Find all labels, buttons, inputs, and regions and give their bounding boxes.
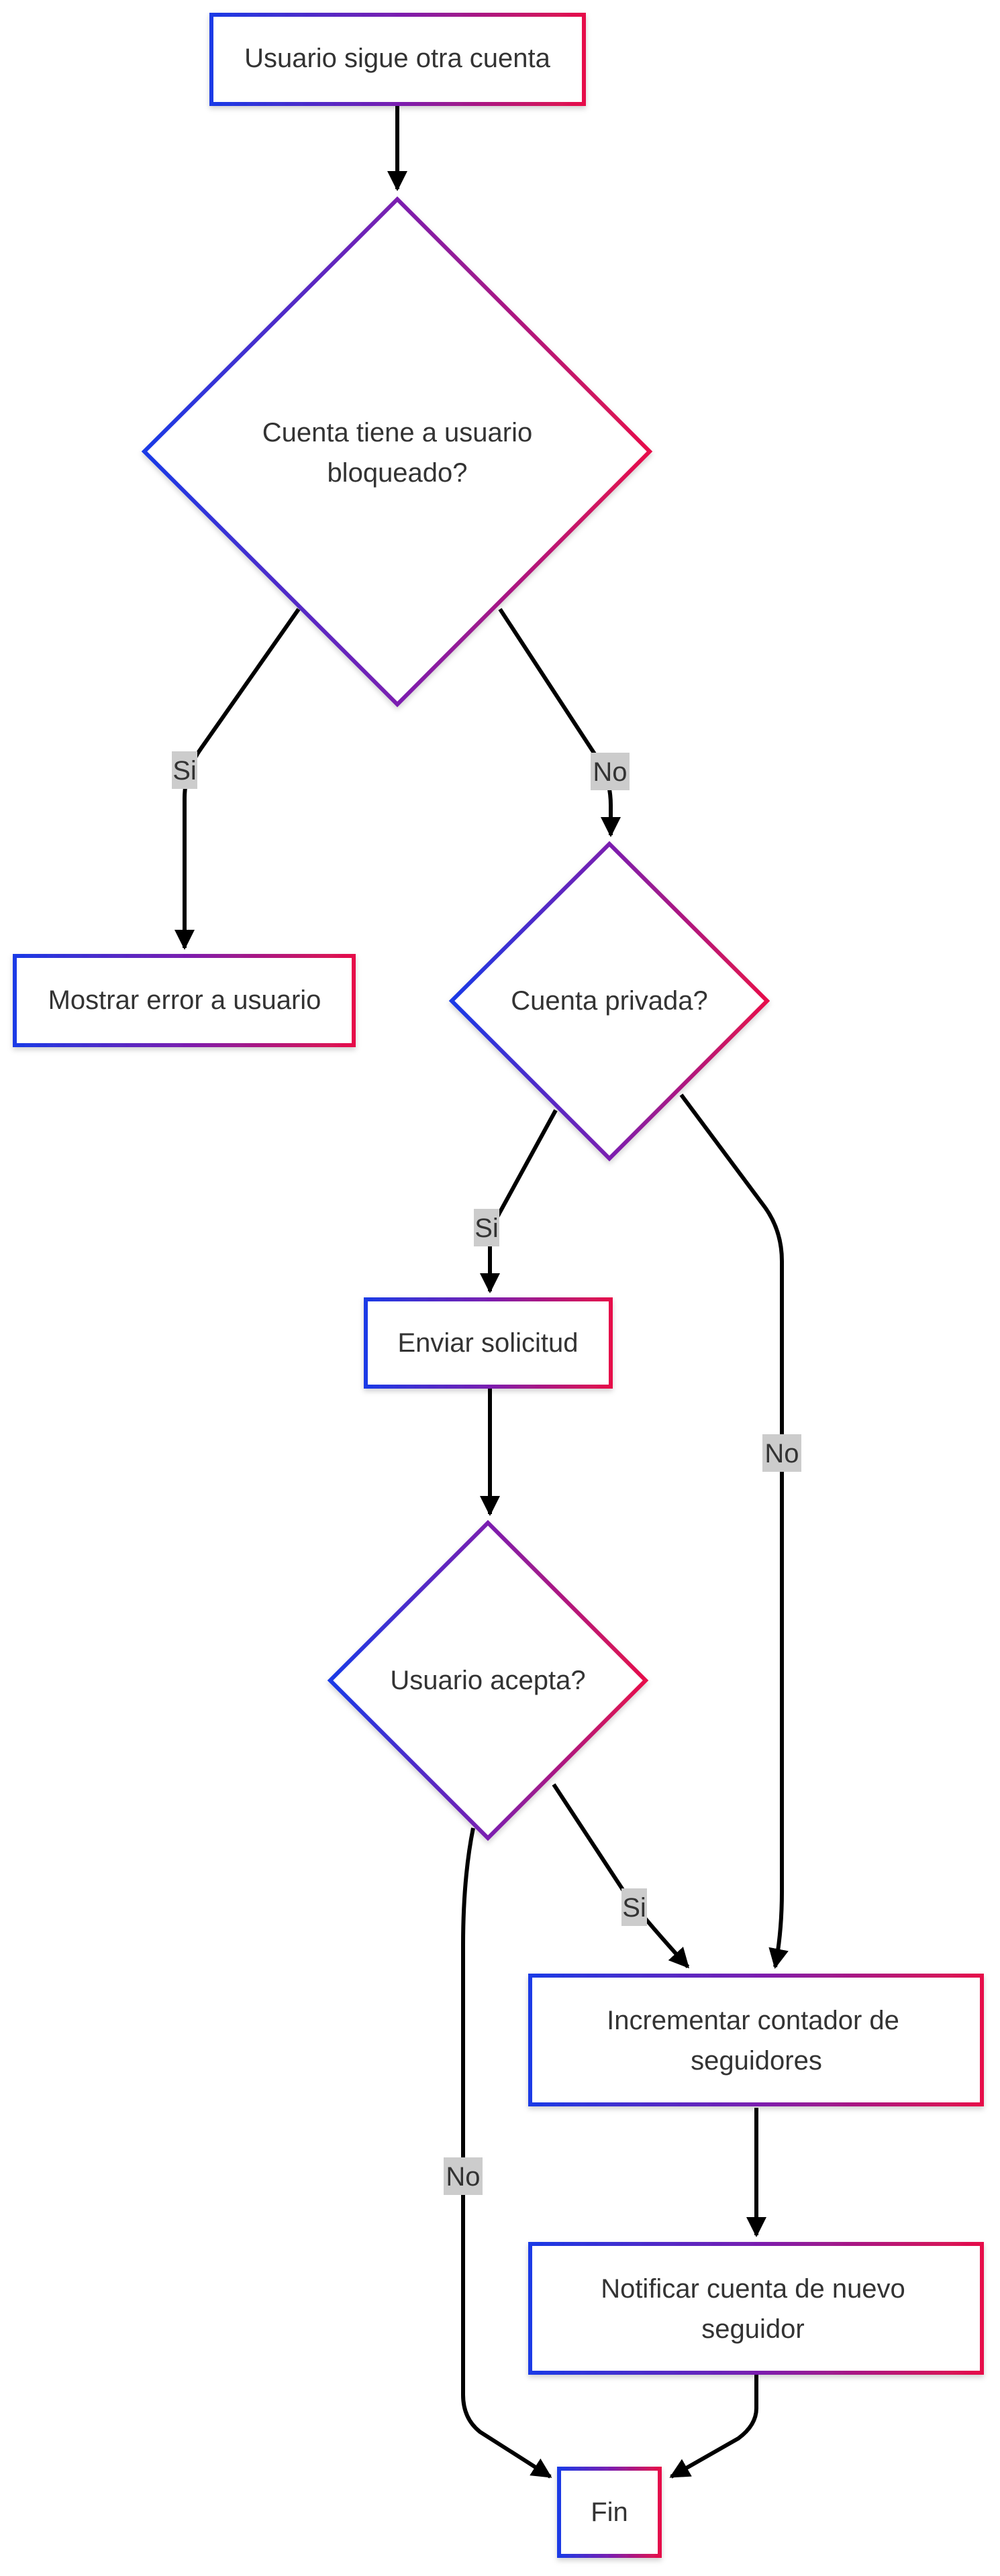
edge-accept-yes: [552, 1783, 690, 1969]
node-increment: Incrementar contador de seguidores: [528, 1974, 984, 2106]
node-end: Fin: [557, 2467, 662, 2558]
edge-labels: Si No Si No Si No: [172, 751, 801, 2195]
node-private-check: Cuenta privada?: [448, 841, 770, 1162]
node-accept-check-label: Usuario acepta?: [390, 1666, 585, 1695]
edge-label-accept-no-text: No: [446, 2162, 480, 2192]
node-blocked-check-label-line1: Cuenta tiene a usuario: [262, 418, 533, 447]
node-notify: Notificar cuenta de nuevo seguidor: [528, 2242, 984, 2375]
node-send-request: Enviar solicitud: [364, 1297, 613, 1389]
edge-label-private-no: No: [762, 1434, 801, 1472]
node-notify-label-line1: Notificar cuenta de nuevo: [601, 2274, 905, 2304]
edge-label-blocked-no-text: No: [593, 757, 627, 787]
node-blocked-check-label-line2: bloqueado?: [327, 458, 467, 488]
edge-label-private-yes-text: Si: [474, 1214, 499, 1243]
node-increment-label-line1: Incrementar contador de: [607, 2006, 899, 2035]
node-increment-label-line2: seguidores: [691, 2046, 822, 2076]
edge-notify-to-end: [669, 2375, 758, 2479]
node-start: Usuario sigue otra cuenta: [209, 13, 586, 106]
node-blocked-check: Cuenta tiene a usuario bloqueado?: [141, 196, 653, 708]
edge-label-accept-yes: Si: [621, 1888, 647, 1926]
node-send-request-label: Enviar solicitud: [397, 1328, 578, 1358]
edge-accept-no: [461, 1827, 552, 2479]
node-show-error: Mostrar error a usuario: [13, 954, 356, 1047]
nodes: Usuario sigue otra cuenta Cuenta tiene a…: [13, 13, 984, 2558]
edge-blocked-yes: [174, 608, 301, 950]
edge-private-yes: [480, 1109, 558, 1293]
node-notify-label-line2: seguidor: [701, 2314, 804, 2344]
edge-label-accept-no: No: [444, 2157, 483, 2195]
node-accept-check: Usuario acepta?: [327, 1519, 649, 1841]
node-end-label: Fin: [591, 2498, 628, 2527]
node-show-error-label: Mostrar error a usuario: [48, 985, 321, 1015]
edge-label-private-no-text: No: [764, 1439, 799, 1468]
edge-label-blocked-yes-text: Si: [172, 756, 197, 786]
edge-label-private-yes: Si: [474, 1209, 499, 1246]
edge-label-accept-yes-text: Si: [622, 1893, 646, 1923]
node-start-label: Usuario sigue otra cuenta: [244, 44, 551, 73]
node-private-check-label: Cuenta privada?: [511, 986, 708, 1016]
edge-label-blocked-yes: Si: [172, 751, 197, 789]
edge-blocked-no: [498, 608, 621, 837]
edge-private-no: [679, 1093, 789, 1969]
edge-label-blocked-no: No: [591, 753, 630, 790]
